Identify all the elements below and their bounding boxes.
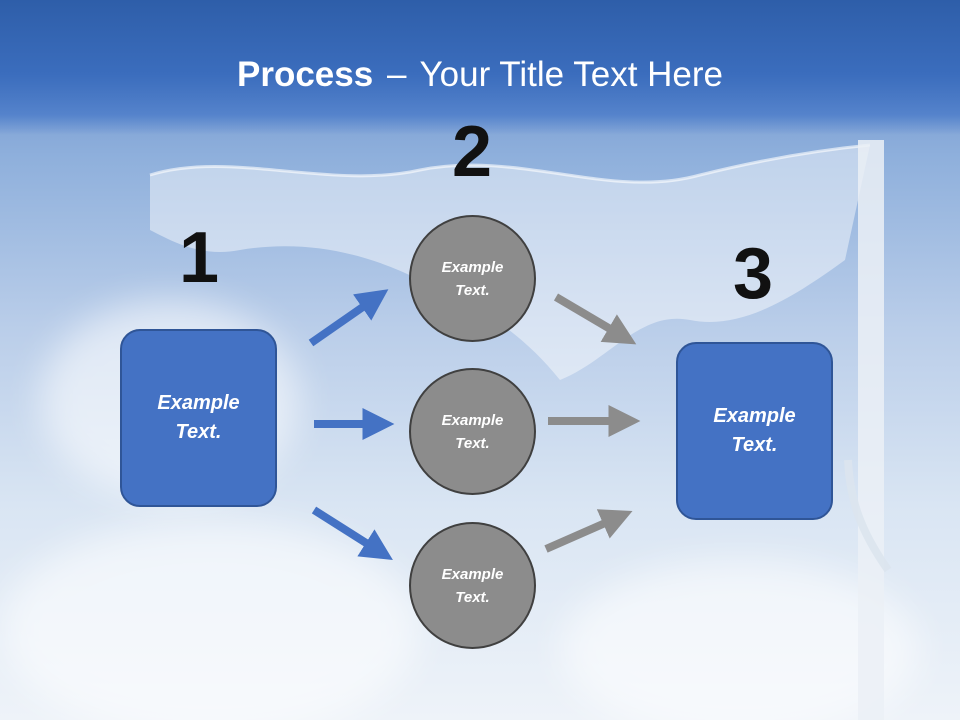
- left-box-line2: Text.: [175, 421, 222, 443]
- arrow-from-bottom-circle: [544, 509, 633, 553]
- page-title: Process – Your Title Text Here: [0, 52, 960, 98]
- circle-center-line1: Example: [441, 411, 504, 429]
- step-number-3: 3: [732, 234, 774, 314]
- circle-top-line2: Text.: [455, 281, 490, 299]
- title-separator: –: [386, 55, 407, 94]
- arrow-from-top-circle: [553, 293, 637, 345]
- right-step-box[interactable]: Example Text.: [676, 342, 833, 520]
- middle-circle-top[interactable]: Example Text.: [409, 215, 536, 342]
- left-box-line1: Example: [157, 392, 240, 414]
- circle-top-line1: Example: [441, 258, 504, 276]
- arrow-to-bottom-circle: [311, 506, 393, 560]
- title-bold: Process: [236, 55, 374, 94]
- background-cloud: [0, 520, 420, 720]
- step-number-2: 2: [451, 112, 493, 192]
- arrow-to-top-circle: [308, 289, 389, 347]
- title-rest: Your Title Text Here: [419, 55, 724, 94]
- middle-circle-bottom[interactable]: Example Text.: [409, 522, 536, 649]
- step-number-1: 1: [178, 218, 220, 298]
- right-box-line2: Text.: [731, 434, 778, 456]
- circle-center-line2: Text.: [455, 434, 490, 452]
- left-step-box[interactable]: Example Text.: [120, 329, 277, 507]
- right-box-line1: Example: [713, 405, 796, 427]
- middle-circle-center[interactable]: Example Text.: [409, 368, 536, 495]
- circle-bottom-line1: Example: [441, 565, 504, 583]
- circle-bottom-line2: Text.: [455, 588, 490, 606]
- title-band: [0, 0, 960, 135]
